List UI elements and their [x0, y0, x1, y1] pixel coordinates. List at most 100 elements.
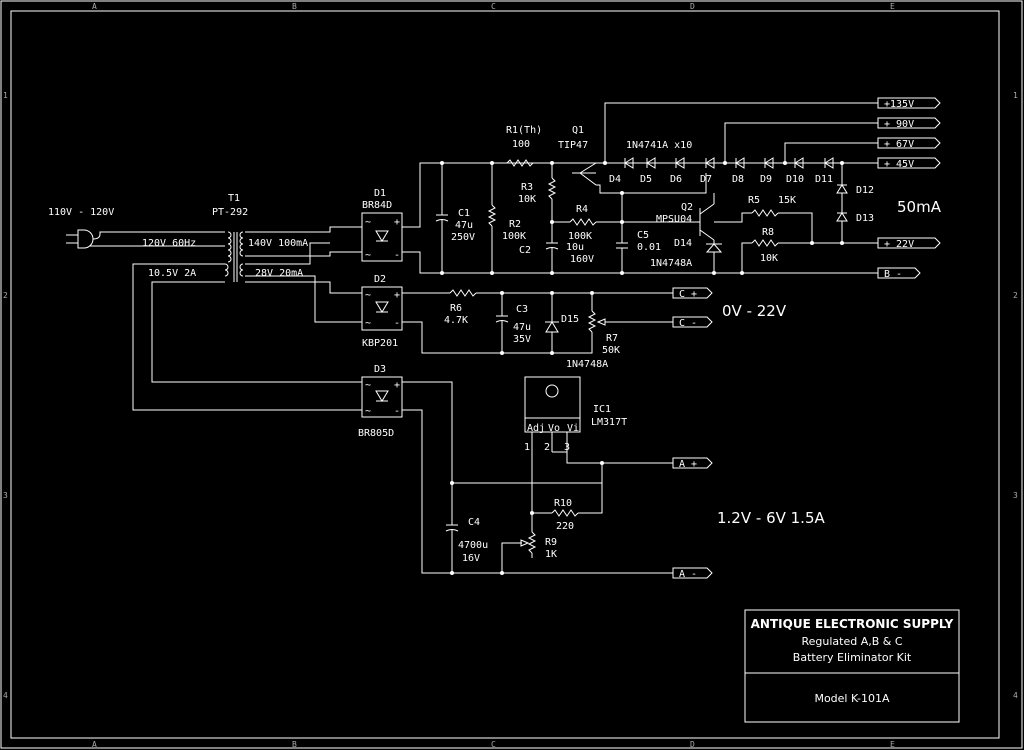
c3-label: C3 [516, 304, 528, 315]
resistor-r2 [487, 161, 497, 275]
r7-label: R7 [606, 333, 618, 344]
transformer-t1 [224, 231, 244, 282]
output-bneg-label: B - [884, 269, 902, 280]
output-b135[interactable]: +135V [877, 97, 941, 110]
c-range-label: 0V - 22V [722, 302, 787, 320]
ic1-pin2-num: 2 [544, 442, 550, 453]
c4-label: C4 [468, 517, 480, 528]
bridge-rectifier-d3: ~ ~ + - [361, 376, 403, 418]
grid-row-4-left: 4 [3, 691, 8, 700]
ic1-label: IC1 [593, 404, 611, 415]
c1-voltage: 250V [451, 232, 475, 243]
zener-d14 [705, 243, 723, 275]
output-b135-label: +135V [884, 99, 914, 110]
ic1-pin-vo: Vo [548, 423, 560, 434]
resistor-r4 [552, 218, 624, 226]
grid-row-4-right: 4 [1013, 691, 1018, 700]
q1-label: Q1 [572, 125, 584, 136]
svg-text:~: ~ [365, 217, 371, 228]
transistor-q2 [622, 193, 715, 244]
resistor-r10 [532, 483, 603, 517]
svg-text:+: + [394, 217, 400, 228]
output-cpos-label: C + [679, 289, 697, 300]
d4-label: D4 [609, 174, 621, 185]
zener-chain [600, 102, 878, 165]
c5-label: C5 [637, 230, 649, 241]
output-b67-label: + 67V [884, 139, 914, 150]
zener-d12-d13 [836, 163, 848, 245]
svg-text:+: + [394, 380, 400, 391]
output-cneg[interactable]: C - [672, 316, 713, 329]
zener-d5 [646, 157, 656, 169]
r5-value: 15K [778, 195, 796, 206]
d15-part-label: 1N4748A [566, 359, 608, 370]
zener-chain-label: 1N4741A x10 [626, 140, 692, 151]
grid-row-1-left: 1 [3, 91, 8, 100]
output-b90[interactable]: + 90V [877, 117, 941, 130]
output-b45[interactable]: + 45V [877, 157, 941, 170]
a-supply-wiring [402, 381, 673, 575]
svg-text:~: ~ [365, 406, 371, 417]
grid-col-a-bottom: A [92, 740, 97, 749]
ic1-part-label: LM317T [591, 417, 627, 428]
grid-row-2-left: 2 [3, 291, 8, 300]
resistor-r5 [714, 209, 814, 245]
zener-d7 [705, 157, 715, 169]
output-apos[interactable]: A + [672, 457, 713, 470]
r2-label: R2 [509, 219, 521, 230]
input-voltage-label: 110V - 120V [48, 207, 114, 218]
grid-row-labels: 1 2 3 4 1 2 3 4 [3, 91, 1018, 700]
output-b67[interactable]: + 67V [877, 137, 941, 150]
c5-value: 0.01 [637, 242, 661, 253]
output-b45-label: + 45V [884, 159, 914, 170]
c1-label: C1 [458, 208, 470, 219]
c1-value: 47u [455, 220, 473, 231]
transistor-q1 [550, 161, 707, 194]
zener-d11 [824, 157, 834, 169]
svg-text:~: ~ [365, 318, 371, 329]
title-model: Model K-101A [814, 692, 890, 705]
c2-value: 10u [566, 242, 584, 253]
d10-label: D10 [786, 174, 804, 185]
regulator-ic1: Adj Vo Vi 1 2 3 [524, 376, 581, 513]
r3-label: R3 [521, 182, 533, 193]
c4-value: 4700u [458, 540, 488, 551]
r6-label: R6 [450, 303, 462, 314]
grid-row-3-left: 3 [3, 491, 8, 500]
grid-col-b-bottom: B [292, 740, 297, 749]
t1-primary-label: 120V 60Hz [142, 238, 196, 249]
output-bneg[interactable]: B - [877, 267, 921, 280]
transformer-wiring [132, 226, 362, 411]
q1-part-label: TIP47 [558, 140, 588, 151]
grid-row-3-right: 3 [1013, 491, 1018, 500]
capacitor-c2 [545, 222, 559, 275]
zener-d9 [764, 157, 774, 169]
d2-label: D2 [374, 274, 386, 285]
zener-d4 [624, 157, 634, 169]
grid-col-c-top: C [491, 2, 496, 11]
inner-border [10, 10, 1000, 739]
q2-label: Q2 [681, 202, 693, 213]
title-line1: Regulated A,B & C [801, 635, 902, 648]
zener-d10 [794, 157, 804, 169]
d9-label: D9 [760, 174, 772, 185]
c-supply-wiring [402, 289, 673, 355]
r9-value: 1K [545, 549, 557, 560]
output-cpos[interactable]: C + [672, 287, 713, 300]
r3-value: 10K [518, 194, 536, 205]
d3-part-label: BR805D [358, 428, 394, 439]
grid-row-1-right: 1 [1013, 91, 1018, 100]
c4-voltage: 16V [462, 553, 480, 564]
output-b22[interactable]: + 22V [877, 237, 941, 250]
r7-value: 50K [602, 345, 620, 356]
output-aneg[interactable]: A - [672, 567, 713, 580]
capacitor-c4 [445, 483, 459, 575]
ic1-pin3-num: 3 [564, 442, 570, 453]
r5-label: R5 [748, 195, 760, 206]
d5-label: D5 [640, 174, 652, 185]
title-company: ANTIQUE ELECTRONIC SUPPLY [751, 617, 954, 631]
potentiometer-r9 [501, 513, 537, 573]
title-line2: Battery Eliminator Kit [793, 651, 912, 664]
